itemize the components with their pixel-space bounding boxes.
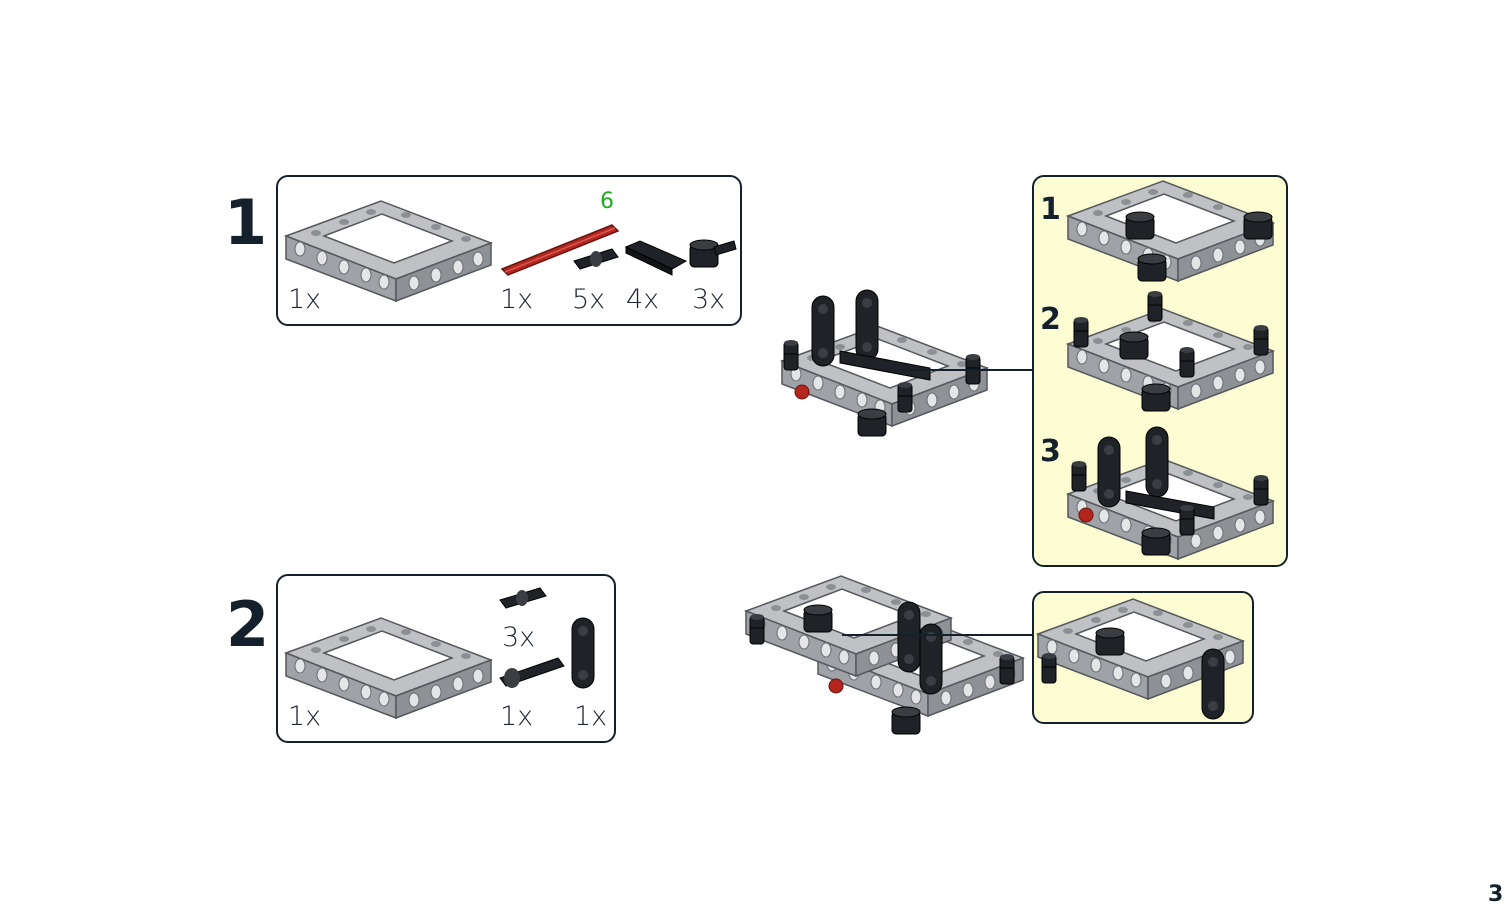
step-number-2: 2 [226,588,269,661]
part-qty-beam-2: 1x [574,701,608,732]
beam-2-part-icon [571,617,595,689]
part-qty-long-pin: 1x [500,701,534,732]
beam-part-icon [624,240,688,276]
part-qty-pin: 5x [572,284,606,315]
page-number: 3 [1488,882,1504,907]
pin-part-icon [573,248,619,270]
part-qty-frame: 1x [288,701,322,732]
short-pin-part-icon [499,587,547,609]
substep-2-model [1067,290,1274,412]
parts-list-step-1: 1x 6 1x 5x 4x 3x [276,175,742,326]
step-number-1: 1 [224,186,267,259]
step-2-assembly-model [745,575,1024,735]
part-qty-connector: 3x [692,284,726,315]
substep-model-step-2 [1037,598,1244,720]
substep-callout-step-1: 1 2 3 [1032,175,1288,567]
step-1-assembly-model [781,289,988,437]
axle-length-mark: 6 [600,189,614,214]
callout-leader-line-1 [894,369,1034,371]
part-qty-beam: 4x [626,284,660,315]
substep-3-model [1067,426,1274,560]
part-qty-short-pin: 3x [502,622,536,653]
parts-list-step-2: 1x 3x 1x 1x [276,574,616,743]
part-qty-axle: 1x [500,284,534,315]
substep-1-model [1067,180,1274,282]
axle-part-icon [500,224,620,276]
part-qty-frame: 1x [288,284,322,315]
connector-part-icon [689,239,737,268]
substep-number-3: 3 [1040,434,1061,469]
substep-callout-step-2 [1032,591,1254,724]
long-pin-part-icon [499,657,565,688]
callout-leader-line-2 [842,634,1034,636]
substep-number-1: 1 [1040,192,1061,227]
substep-number-2: 2 [1040,302,1061,337]
